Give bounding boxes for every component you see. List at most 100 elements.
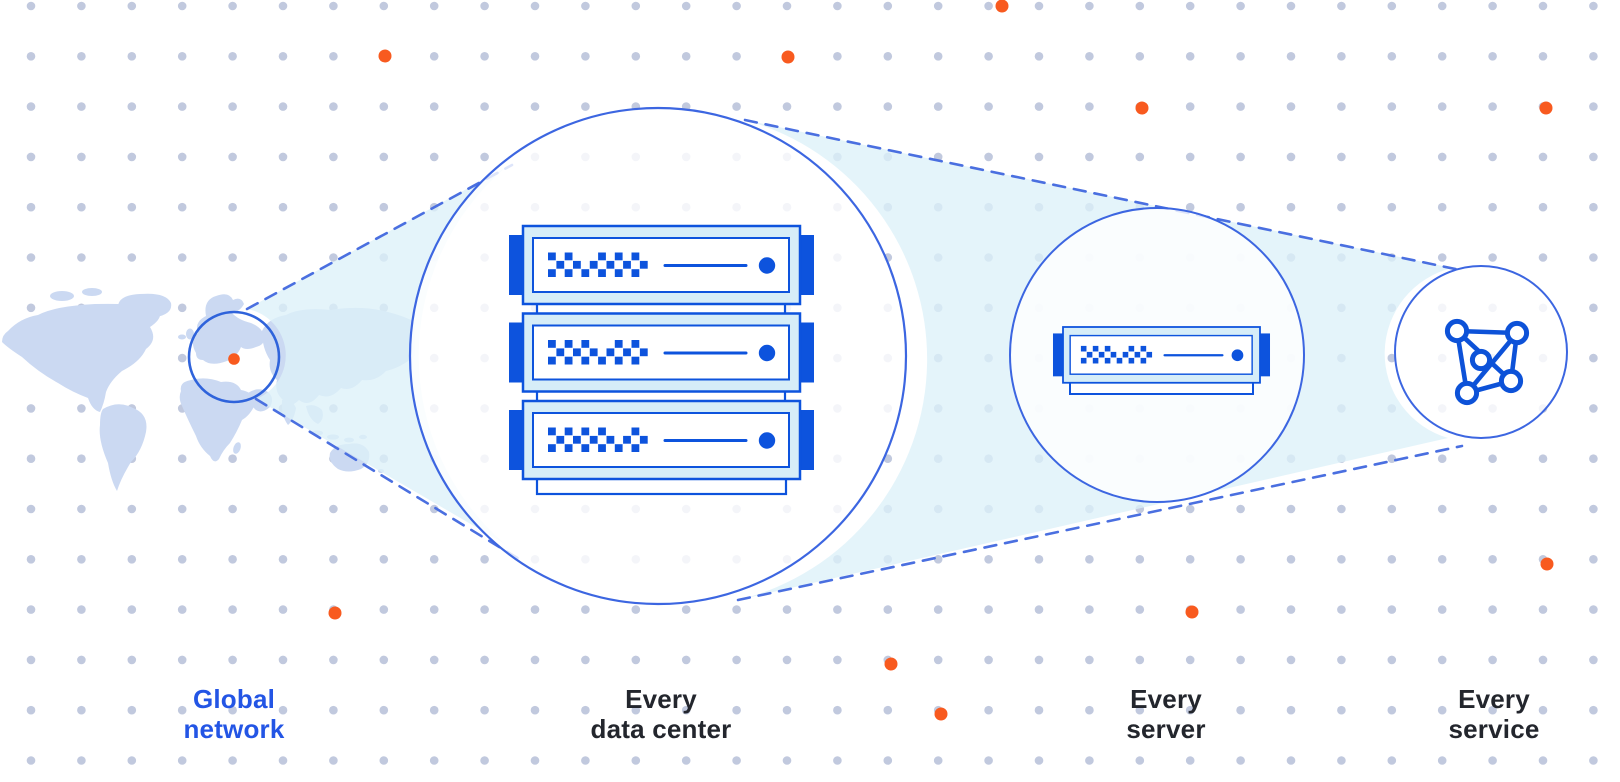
grid-dot — [833, 1, 842, 11]
grid-dot — [1538, 1, 1548, 11]
grid-dot — [1437, 655, 1447, 665]
caption-line: network — [183, 714, 285, 744]
indicator-square — [598, 269, 606, 277]
caption-line: data center — [590, 714, 732, 744]
grid-dot — [1589, 152, 1598, 162]
grid-dot — [581, 705, 590, 715]
caption-every-server: Every server — [1126, 684, 1205, 744]
grid-dot — [480, 605, 489, 614]
grid-dot — [26, 52, 36, 61]
grid-dot — [228, 655, 237, 665]
grid-dot — [329, 555, 338, 564]
caption-line: Every — [1458, 684, 1530, 714]
grid-dot — [1387, 202, 1397, 212]
server-faceplate — [1069, 334, 1253, 375]
grid-dot — [1034, 52, 1044, 61]
grid-dot — [883, 52, 893, 61]
grid-dot — [933, 756, 943, 765]
grid-dot — [1034, 705, 1044, 715]
indicator-square — [1134, 351, 1141, 358]
grid-dot — [1135, 605, 1145, 614]
server-unit — [509, 224, 814, 306]
indicator-square — [1140, 345, 1147, 352]
grid-dot — [1437, 253, 1447, 262]
grid-dot — [1589, 404, 1598, 413]
orange-dot — [378, 49, 392, 63]
grid-dot — [480, 52, 489, 61]
grid-dot — [26, 1, 36, 11]
grid-dot — [429, 555, 439, 564]
grid-dot — [379, 655, 389, 665]
grid-dot — [1387, 705, 1397, 715]
grid-dot — [379, 202, 389, 212]
grid-dot — [127, 756, 137, 765]
continent-south-america — [99, 404, 147, 491]
indicator-square — [614, 444, 623, 452]
grid-dot — [631, 756, 641, 765]
caption-line: Global — [192, 684, 276, 714]
grid-dot — [1085, 605, 1094, 614]
indicator-square — [564, 356, 573, 365]
grid-dot — [1488, 705, 1497, 715]
grid-dot — [127, 555, 137, 564]
grid-dot — [228, 152, 237, 162]
grid-dot — [984, 655, 993, 665]
indicator-square — [631, 427, 640, 436]
indicator-square — [548, 356, 556, 365]
grid-dot — [1034, 756, 1044, 765]
grid-dot — [984, 705, 993, 715]
grid-dot — [278, 152, 288, 162]
indicator-square — [556, 260, 565, 269]
grid-dot — [429, 756, 439, 765]
grid-dot — [581, 756, 590, 765]
grid-dot — [228, 202, 237, 212]
grid-dot — [278, 705, 288, 715]
grid-dot — [429, 1, 439, 11]
grid-dot — [1337, 52, 1346, 61]
orange-accent-dots — [328, 0, 1554, 721]
grid-dot — [1488, 756, 1497, 765]
grid-dot — [26, 404, 36, 413]
indicator-square — [573, 348, 581, 357]
grid-dot — [379, 756, 389, 765]
orange-dot — [1185, 605, 1199, 619]
indicator-square — [548, 427, 556, 436]
continent-europe — [192, 294, 265, 364]
grid-dot — [77, 655, 86, 665]
grid-dot — [1337, 102, 1346, 111]
grid-dot — [1286, 152, 1296, 162]
grid-dot — [1437, 605, 1447, 614]
grid-dot — [480, 555, 489, 564]
grid-dot — [681, 705, 691, 715]
grid-dot — [1034, 1, 1044, 11]
caption-line: service — [1448, 714, 1540, 744]
caption-line: Every — [625, 684, 697, 714]
grid-dot — [1236, 705, 1245, 715]
indicator-square — [639, 260, 648, 269]
indicator-square — [1116, 357, 1123, 364]
indicator-square — [614, 252, 623, 261]
grid-dot — [429, 655, 439, 665]
caption-every-service: Every service — [1448, 684, 1539, 744]
grid-dot — [329, 705, 338, 715]
grid-dot — [429, 705, 439, 715]
grid-dot — [984, 1, 993, 11]
indicator-square — [1092, 357, 1099, 364]
grid-dot — [984, 102, 993, 111]
grid-dot — [379, 705, 389, 715]
grid-dot — [1488, 454, 1497, 464]
grid-dot — [177, 605, 187, 614]
grid-dot — [329, 756, 338, 765]
grid-dot — [984, 756, 993, 765]
grid-dot — [1337, 1, 1346, 11]
indicator-square — [1122, 351, 1129, 358]
network-graph-icon — [1444, 318, 1530, 406]
grid-dot — [77, 52, 86, 61]
grid-dot — [530, 705, 540, 715]
grid-dot — [1236, 756, 1245, 765]
grid-dot — [1488, 253, 1497, 262]
grid-dot — [1437, 102, 1447, 111]
indicator-square — [631, 252, 640, 261]
grid-dot — [26, 102, 36, 111]
